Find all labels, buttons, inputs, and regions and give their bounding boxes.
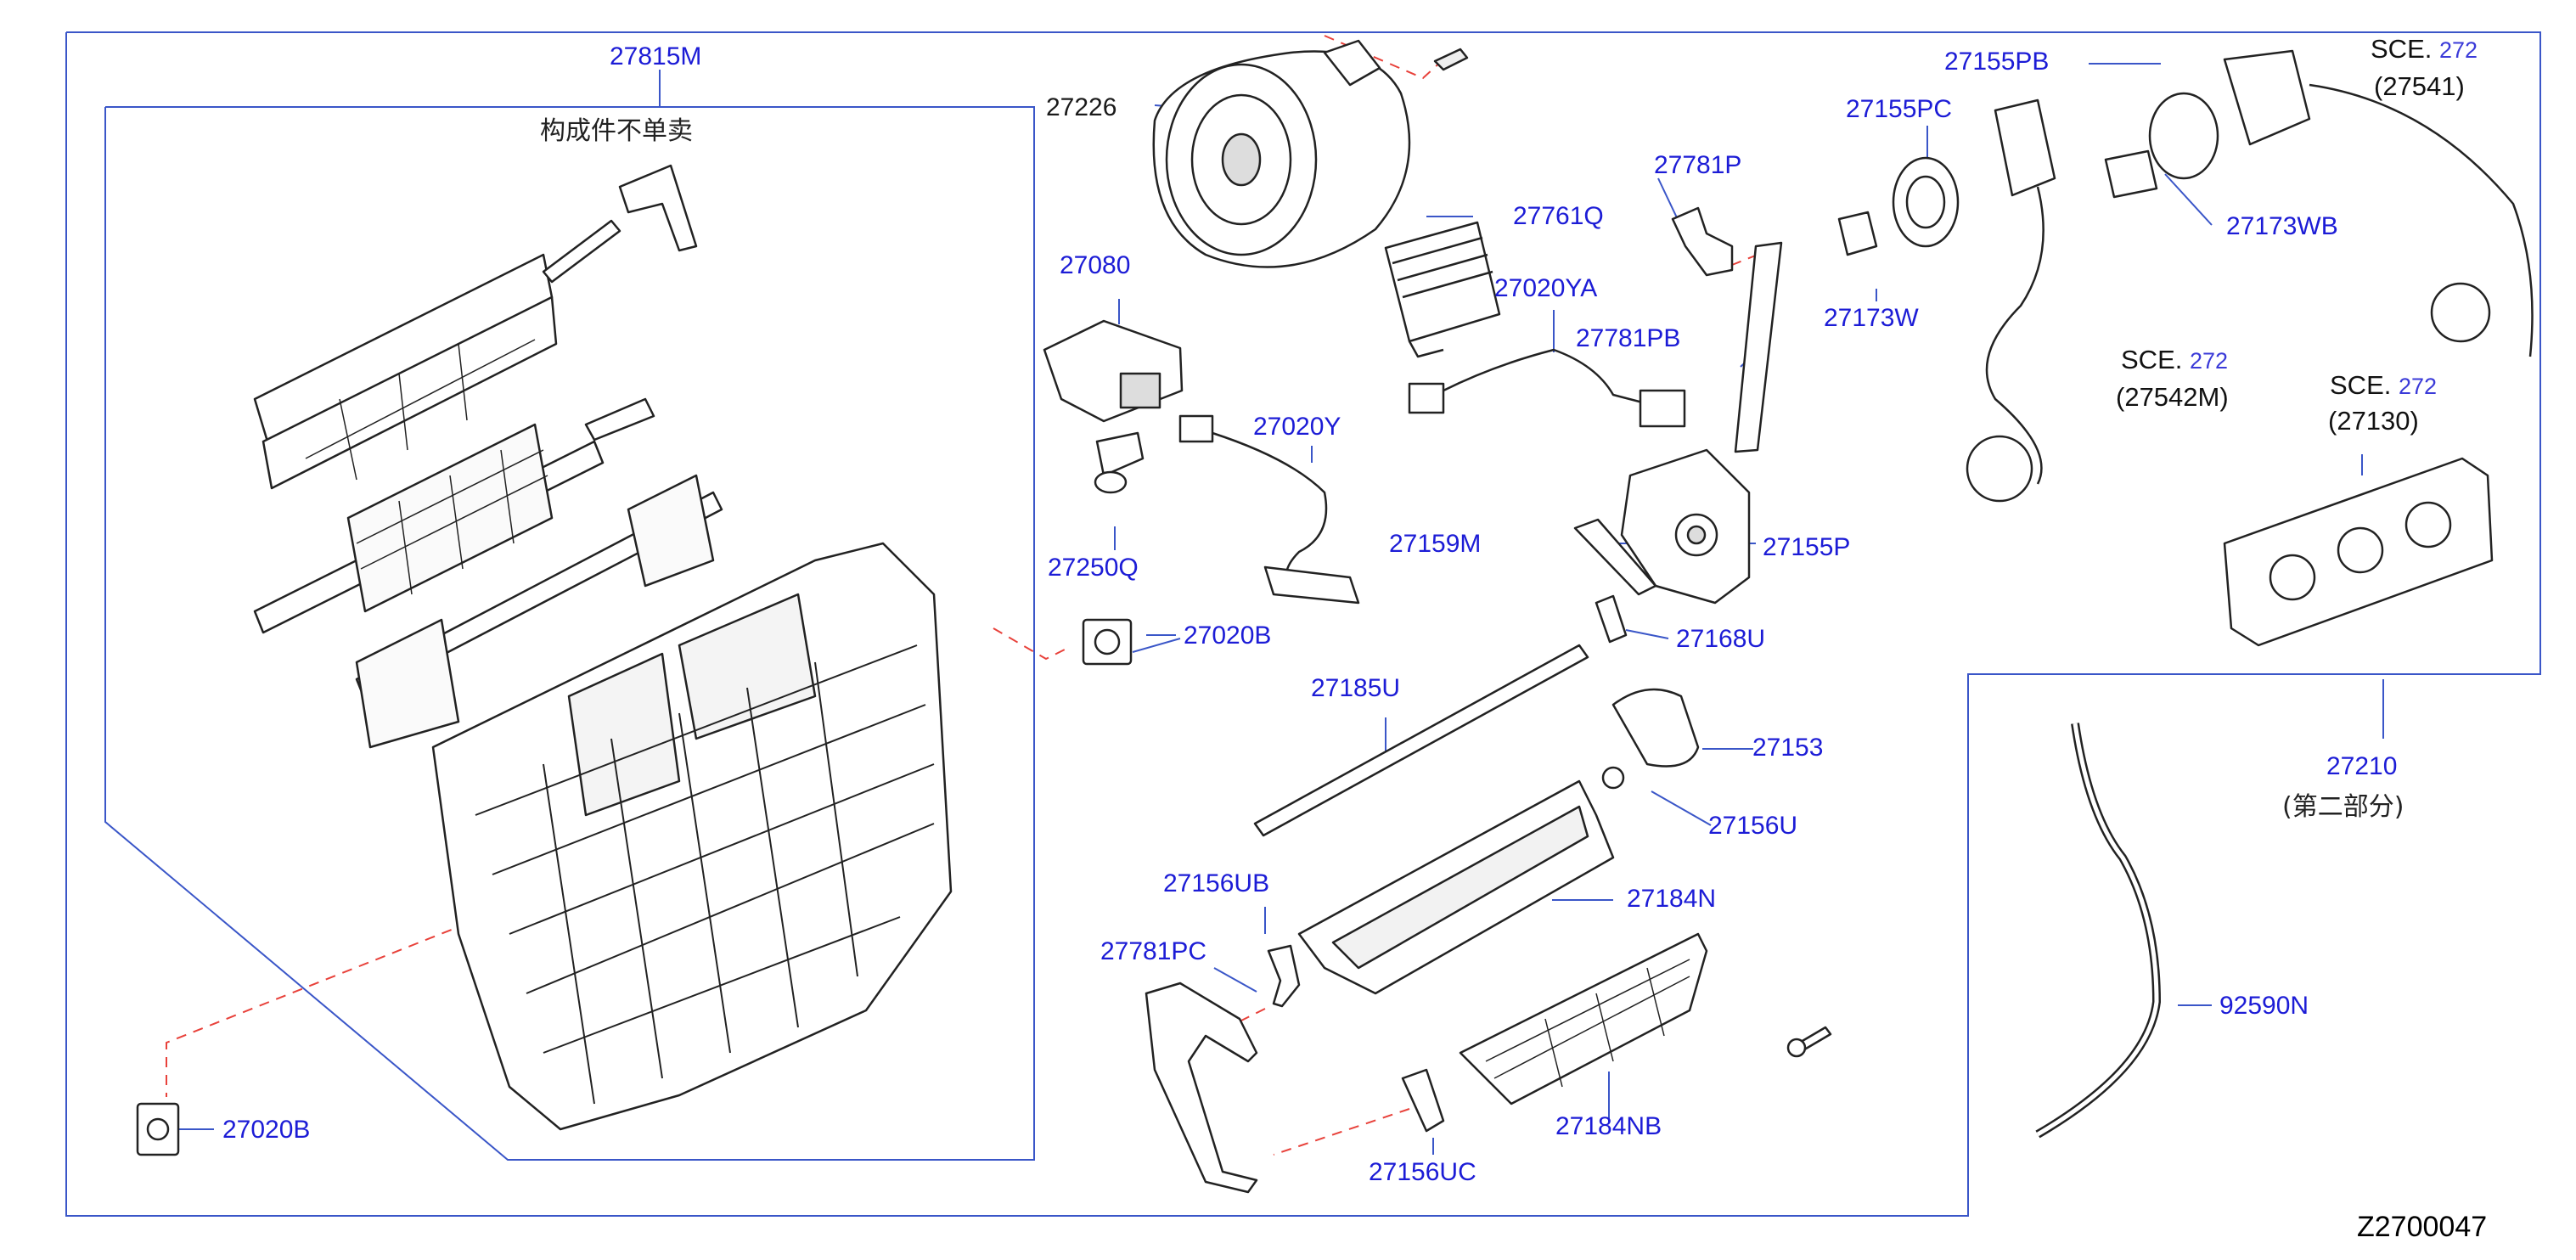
lever-u-drawing bbox=[1595, 594, 1628, 644]
holder-w-drawing bbox=[1837, 211, 1878, 256]
label-harness-lower: 27020Y bbox=[1253, 413, 1341, 441]
label-harness-upper: 27020YA bbox=[1494, 274, 1598, 302]
clip-center-drawing bbox=[1082, 618, 1133, 666]
control-panel-drawing bbox=[2223, 457, 2494, 647]
sce-prefix: SCE. bbox=[2121, 345, 2183, 374]
case-subframe bbox=[104, 106, 1035, 1161]
sce-ref-542m: SCE. 272 bbox=[2121, 346, 2228, 373]
sce-ref-130: SCE. 272 bbox=[2330, 372, 2437, 398]
lever-ub-drawing bbox=[1267, 944, 1301, 1008]
label-cable-holder-wb: 27173WB bbox=[2226, 212, 2338, 240]
sce-page[interactable]: 272 bbox=[2398, 374, 2438, 399]
label-clip-center: 27020B bbox=[1184, 622, 1272, 650]
label-gear-pc: 27155PC bbox=[1846, 95, 1953, 123]
filter-mid-drawing bbox=[253, 397, 655, 634]
sce-ref-541: SCE. 272 bbox=[2371, 36, 2478, 62]
harness-y-drawing bbox=[1178, 414, 1360, 605]
sce-part-542m: (27542M) bbox=[2116, 384, 2229, 410]
label-lever-small: 27156U bbox=[1708, 812, 1798, 840]
cable-542m-drawing bbox=[1966, 98, 2056, 503]
drain-hose-outline bbox=[2036, 723, 2159, 1137]
door-grille-drawing bbox=[1459, 932, 1708, 1105]
diagram-code: Z2700047 bbox=[2357, 1211, 2488, 1243]
sce-part-541: (27541) bbox=[2374, 73, 2465, 99]
drain-hose-drawing bbox=[2035, 723, 2161, 1139]
cam-small-drawing bbox=[1611, 688, 1700, 768]
heater-case-drawing bbox=[431, 542, 953, 1131]
label-gear-pb: 27155PB bbox=[1944, 48, 2050, 76]
label-sensor-link: 27250Q bbox=[1048, 554, 1139, 582]
link-pc-drawing bbox=[1145, 982, 1258, 1194]
link-rod-drawing bbox=[1734, 241, 1783, 453]
note-second-part: (第二部分) bbox=[2282, 792, 2404, 822]
label-drain-hose: 92590N bbox=[2219, 992, 2309, 1020]
cam-plate-drawing bbox=[1620, 448, 1751, 605]
label-heater-unit-case: 27815M bbox=[610, 42, 702, 70]
seal-strip-drawing bbox=[1253, 644, 1589, 837]
gear-pc-drawing bbox=[1892, 156, 1960, 248]
lever-small-drawing bbox=[1601, 766, 1625, 790]
label-seal-strip: 27185U bbox=[1311, 674, 1401, 702]
label-lever-ub: 27156UB bbox=[1163, 869, 1270, 897]
sce-part: (27541) bbox=[2374, 71, 2465, 101]
label-actuator: 27080 bbox=[1060, 251, 1131, 279]
sensor-drawing bbox=[1094, 431, 1145, 494]
label-lever-m: 27159M bbox=[1389, 530, 1482, 558]
actuator-drawing bbox=[1043, 319, 1184, 423]
lever-p-drawing bbox=[1671, 206, 1734, 277]
note-not-sold-separately: 构成件不单卖 bbox=[540, 116, 693, 146]
label-lever-uc: 27156UC bbox=[1369, 1158, 1476, 1186]
outer-frame bbox=[65, 31, 2541, 1217]
rod-upper-drawing bbox=[542, 164, 698, 284]
label-lever-u: 27168U bbox=[1676, 625, 1766, 653]
sce-page[interactable]: 272 bbox=[2438, 37, 2478, 63]
blower-motor-drawing bbox=[1152, 39, 1469, 268]
clip-bottom-drawing bbox=[136, 1102, 180, 1156]
gear-pb-drawing bbox=[2104, 92, 2219, 199]
label-blower-motor: 27226 bbox=[1046, 93, 1117, 121]
label-link-rod: 27781PB bbox=[1576, 324, 1681, 352]
label-cam-small: 27153 bbox=[1752, 734, 1824, 762]
lever-uc-drawing bbox=[1401, 1068, 1445, 1133]
sce-page[interactable]: 272 bbox=[2189, 348, 2229, 374]
sce-part-130: (27130) bbox=[2328, 408, 2419, 434]
sce-part: (27130) bbox=[2328, 406, 2419, 436]
lever-m-drawing bbox=[1573, 518, 1657, 596]
sce-part: (27542M) bbox=[2116, 382, 2229, 412]
screw-drawing bbox=[1786, 1026, 1832, 1058]
label-lever-top: 27781P bbox=[1654, 151, 1742, 179]
sce-prefix: SCE. bbox=[2330, 370, 2392, 400]
filter-upper-drawing bbox=[253, 253, 558, 490]
sce-prefix: SCE. bbox=[2371, 34, 2433, 64]
label-door-main: 27184N bbox=[1627, 885, 1717, 913]
harness-ya-drawing bbox=[1408, 348, 1686, 428]
label-link-pc: 27781PC bbox=[1100, 937, 1207, 965]
filter-lower-drawing bbox=[355, 474, 723, 749]
door-main-drawing bbox=[1297, 779, 1615, 995]
cable-541-drawing bbox=[2223, 49, 2534, 357]
label-cable-holder-w: 27173W bbox=[1824, 304, 1919, 332]
label-panel-assy: 27210 bbox=[2326, 752, 2398, 780]
label-resistor: 27761Q bbox=[1513, 202, 1604, 230]
label-cam-plate: 27155P bbox=[1763, 533, 1851, 561]
label-door-grille: 27184NB bbox=[1555, 1112, 1662, 1140]
label-clip-bottom: 27020B bbox=[222, 1116, 311, 1144]
resistor-drawing bbox=[1384, 221, 1501, 358]
